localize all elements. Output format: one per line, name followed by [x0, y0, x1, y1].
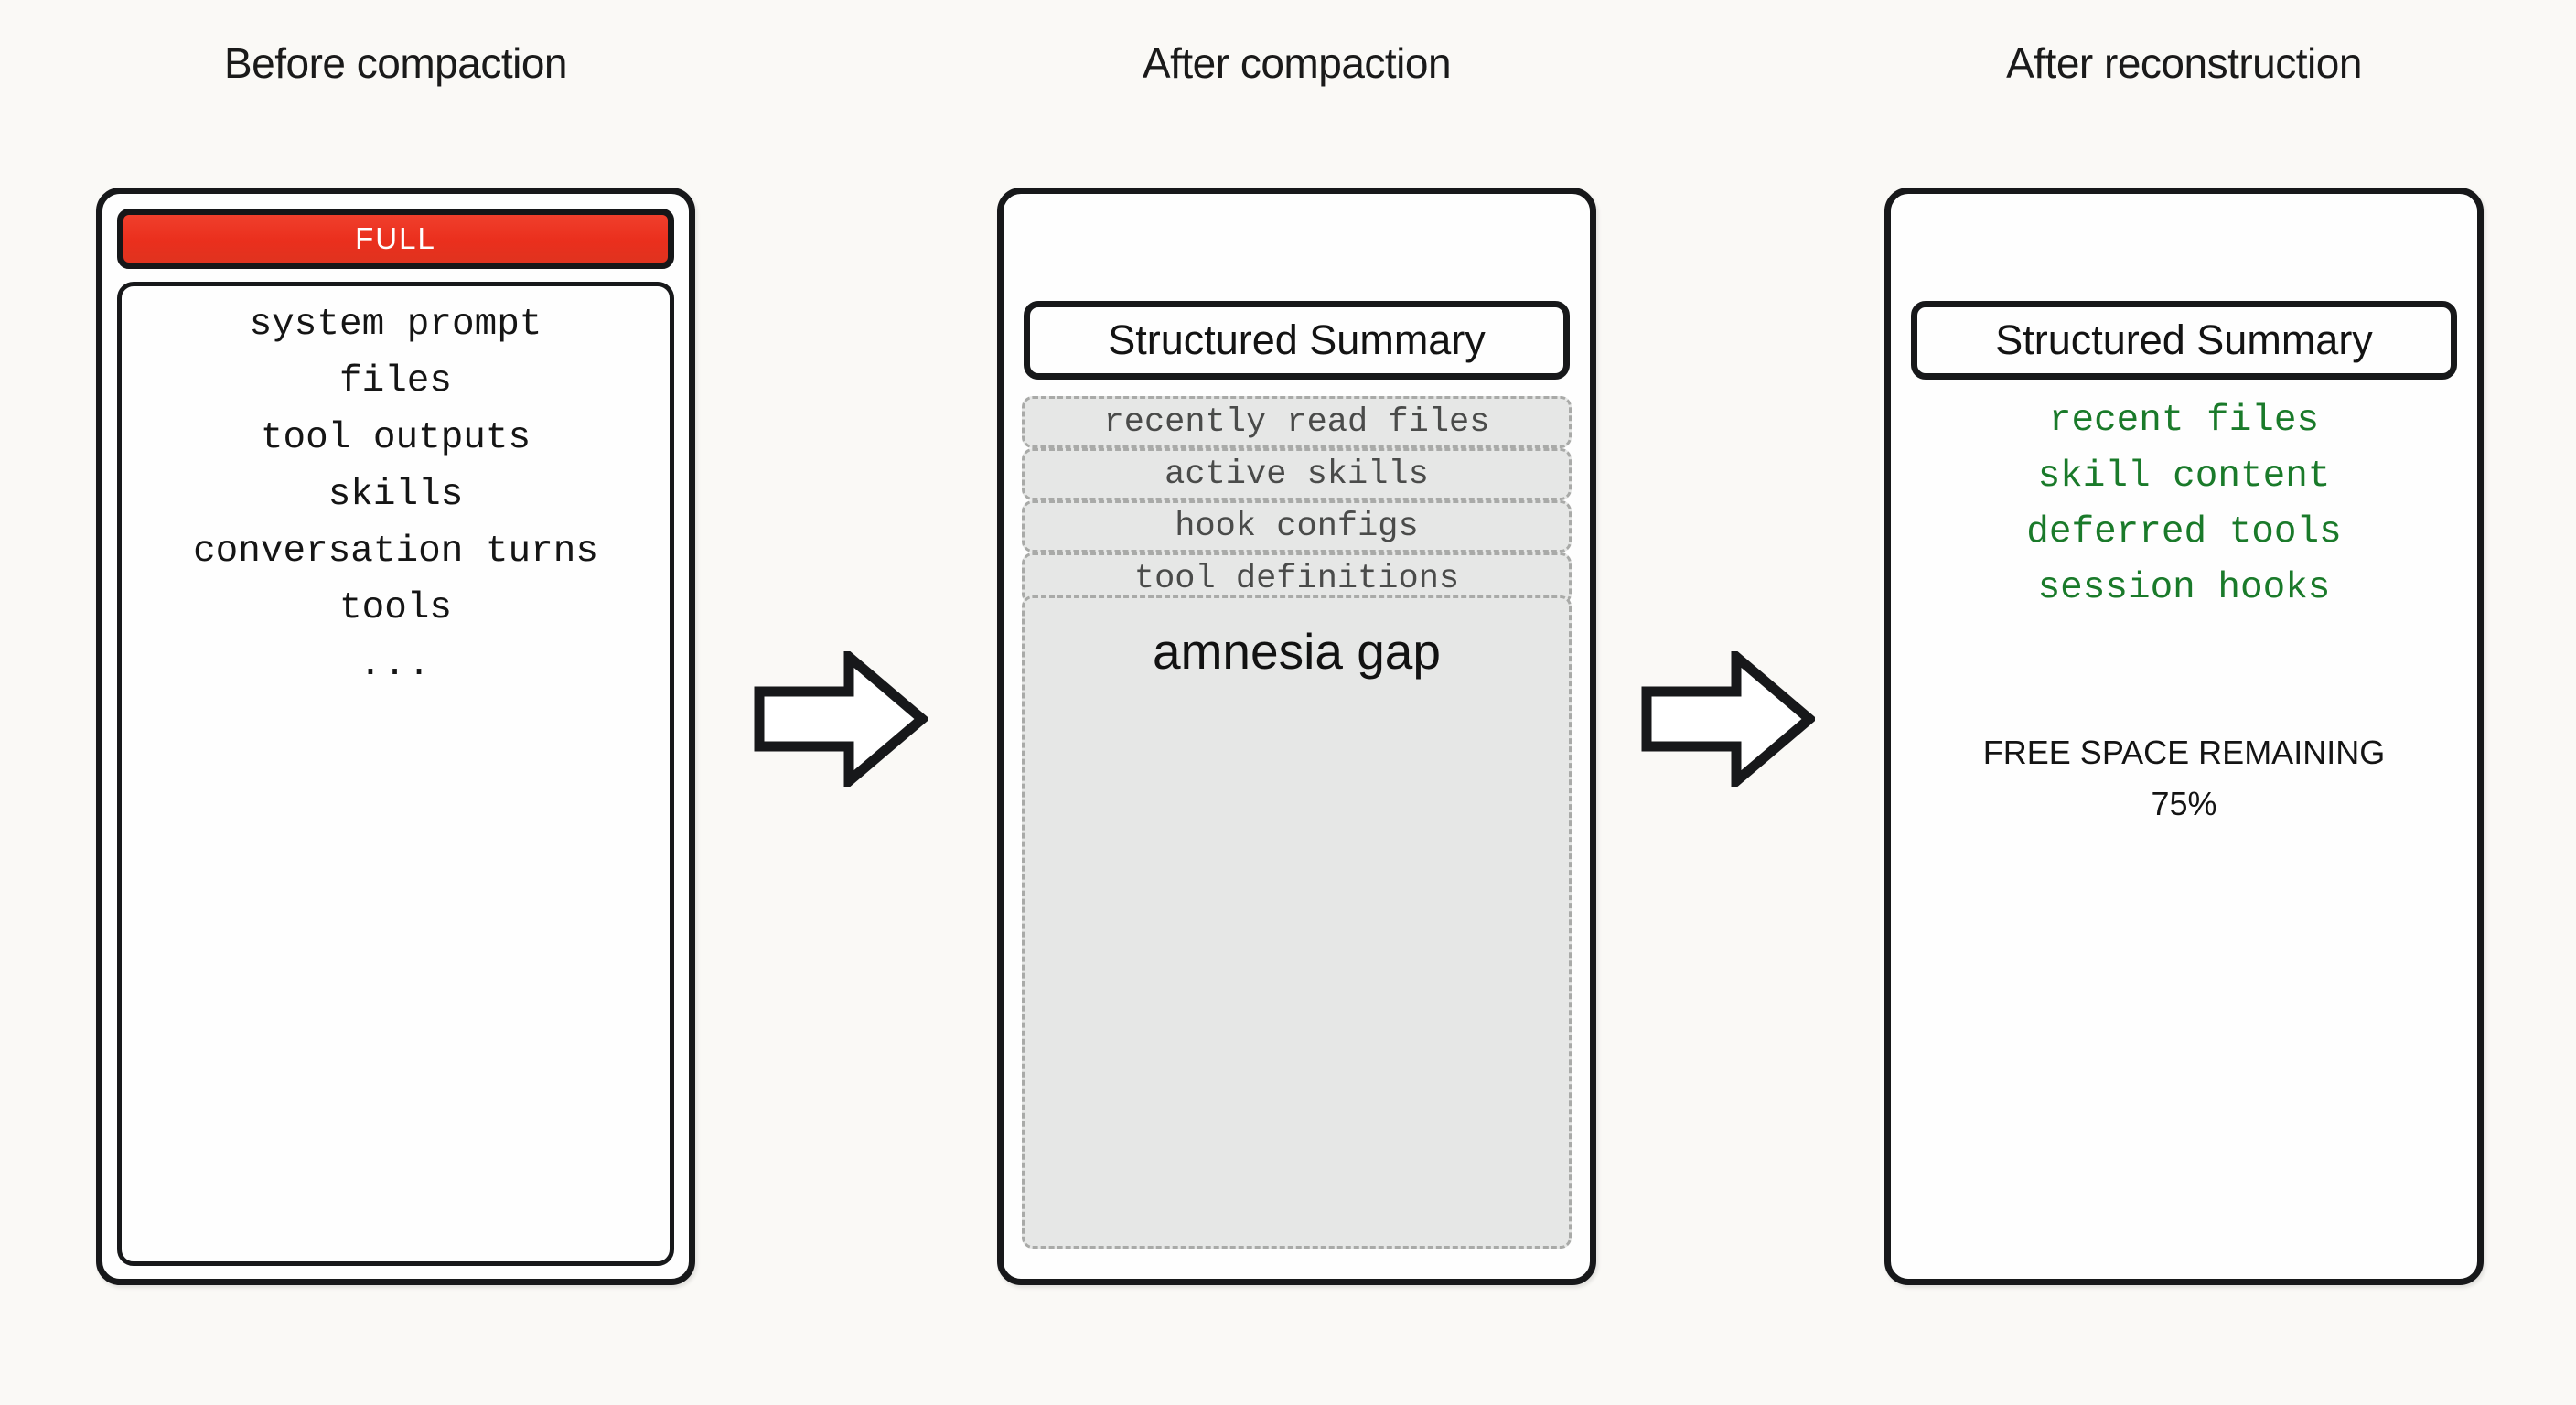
restored-items-list: recent files skill content deferred tool… [1891, 402, 2477, 626]
list-item: tool outputs [260, 417, 531, 459]
list-item: tools [338, 587, 453, 629]
context-full-status-bar: FULL [117, 209, 674, 269]
dropped-chip-recently-read-files: recently read files [1022, 396, 1572, 448]
arrow-reconstruction-icon [1641, 646, 1818, 792]
context-contents-box: system prompt files tool outputs skills … [117, 282, 674, 1266]
arrow-compaction-icon [754, 646, 930, 792]
status-badge-label: FULL [355, 221, 436, 255]
dropped-chip-hook-configs: hook configs [1022, 500, 1572, 552]
list-item: skills [327, 474, 464, 516]
amnesia-gap-label: amnesia gap [1153, 623, 1441, 680]
panel-title-before-compaction: Before compaction [223, 39, 568, 87]
panel-after-compaction: Structured Summary recently read files a… [997, 188, 1596, 1285]
panel-title-after-reconstruction: After reconstruction [2006, 39, 2362, 87]
restored-item: recent files [2048, 400, 2320, 442]
restored-item: deferred tools [2026, 511, 2342, 553]
structured-summary-box: Structured Summary [1024, 301, 1570, 380]
free-space-value: 75% [2151, 785, 2217, 822]
amnesia-gap-region: amnesia gap [1022, 595, 1572, 1249]
list-item: files [338, 360, 453, 402]
free-space-label: FREE SPACE REMAINING [1982, 734, 2386, 771]
structured-summary-label: Structured Summary [1108, 316, 1486, 363]
panel-before-compaction: FULL system prompt files tool outputs sk… [96, 188, 695, 1285]
panel-after-reconstruction: Structured Summary recent files skill co… [1884, 188, 2484, 1285]
list-item: system prompt [249, 304, 542, 346]
chip-label: hook configs [1175, 507, 1419, 546]
list-item-ellipsis: ... [359, 644, 433, 686]
chip-label: recently read files [1103, 402, 1490, 442]
dropped-chip-active-skills: active skills [1022, 448, 1572, 500]
structured-summary-label: Structured Summary [1995, 316, 2373, 363]
restored-item: session hooks [2037, 567, 2331, 609]
restored-item: skill content [2037, 456, 2331, 498]
list-item: conversation turns [193, 531, 598, 573]
free-space-indicator: FREE SPACE REMAINING 75% [1891, 734, 2477, 823]
panel-title-after-compaction: After compaction [1142, 39, 1452, 87]
chip-label: active skills [1165, 455, 1429, 494]
chip-label: tool definitions [1133, 559, 1460, 598]
structured-summary-box: Structured Summary [1911, 301, 2457, 380]
